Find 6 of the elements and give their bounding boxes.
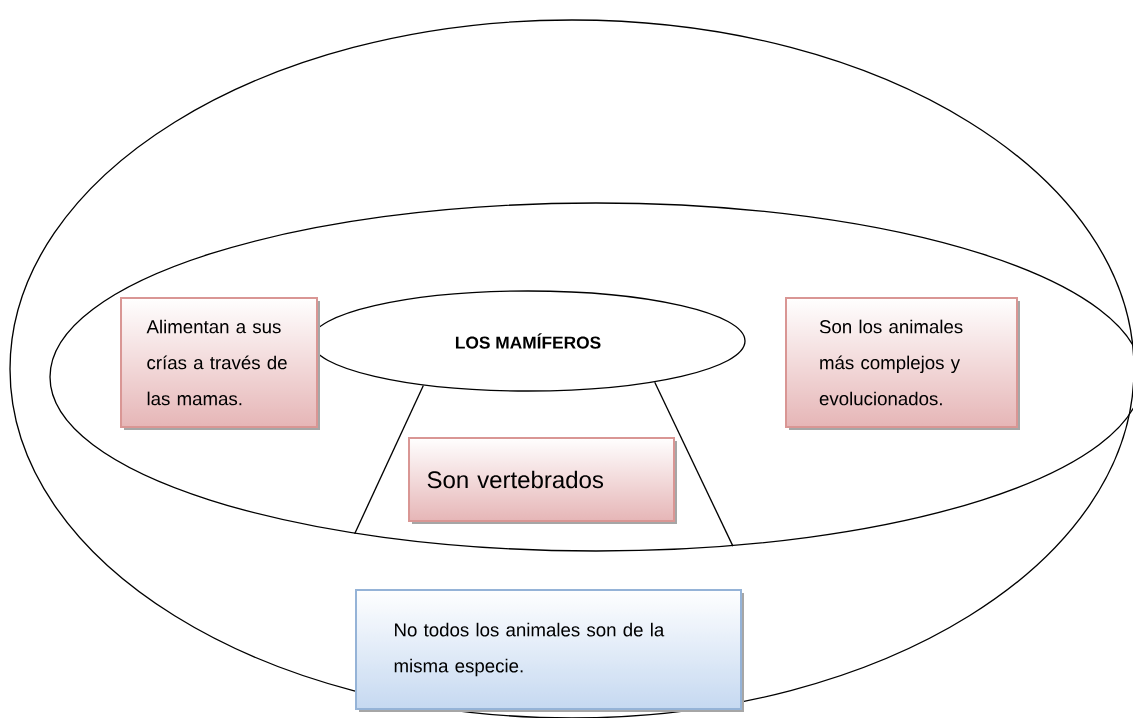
connector-line: [354, 384, 424, 535]
text-box: No todos los animales son de la misma especie.: [355, 589, 744, 712]
text-box: Alimentan a sus crías a través de las mamas.: [120, 297, 320, 430]
connector-line: [654, 381, 734, 547]
text-box: Son vertebrados: [408, 437, 677, 524]
text-box: Son los animales más complejos y evolucionados.: [785, 297, 1020, 430]
